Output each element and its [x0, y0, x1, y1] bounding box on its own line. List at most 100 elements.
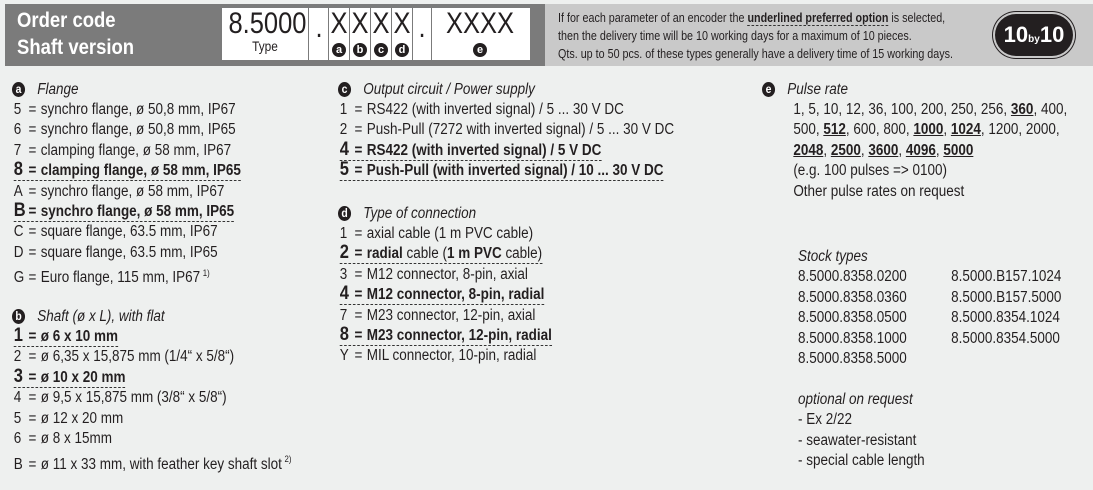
option-code: B: [13, 455, 23, 473]
option-text: M12 connector, 8-pin, radial: [366, 286, 545, 304]
section-header: d Type of connection: [338, 203, 552, 224]
option-content: 5=Push-Pull (with inverted signal) / 10 …: [339, 160, 664, 182]
option-code: Y: [339, 347, 349, 365]
option-code: B: [13, 199, 26, 221]
circle-e-icon: e: [473, 43, 487, 57]
equals-sign: =: [354, 245, 363, 263]
section-title: Pulse rate: [787, 81, 848, 98]
equals-sign: =: [354, 121, 363, 139]
option-row: A=synchro flange, ø 58 mm, IP67: [12, 182, 241, 202]
option-row: B=synchro flange, ø 58 mm, IP65: [12, 199, 241, 222]
option-content: 1=ø 6 x 10 mm: [13, 325, 118, 347]
option-content: B=synchro flange, ø 58 mm, IP65: [13, 199, 234, 222]
option-row: 4=M12 connector, 8-pin, radial: [338, 283, 552, 306]
option-text: MIL connector, 10-pin, radial: [366, 347, 537, 365]
stock-type: 8.5000.B157.5000: [951, 288, 1062, 306]
option-text: Push-Pull (7272 with inverted signal) / …: [366, 121, 675, 139]
option-row: 3=M12 connector, 8-pin, axial: [338, 265, 552, 285]
pulse-placeholder: XXXX: [445, 7, 515, 40]
option-row: C=square flange, 63.5 mm, IP67: [12, 222, 241, 242]
pulse-value: 1024: [950, 121, 981, 139]
option-text: 1 m PVC: [446, 245, 502, 263]
option-text: clamping flange, ø 58 mm, IP65: [40, 162, 241, 180]
option-code: 4: [339, 283, 349, 305]
circle-a-icon: a: [12, 82, 26, 97]
pulse-value: 360: [1010, 101, 1034, 118]
equals-sign: =: [354, 225, 363, 242]
option-row: 2=radial cable (1 m PVC cable): [338, 242, 552, 265]
option-content: 2=Push-Pull (7272 with inverted signal) …: [340, 121, 674, 138]
equals-sign: =: [28, 368, 37, 386]
option-row: 6=synchro flange, ø 50,8 mm, IP65: [12, 120, 241, 140]
section-title: Type of connection: [363, 205, 477, 222]
section-title: Flange: [37, 81, 79, 98]
option-row: B=ø 11 x 33 mm, with feather key shaft s…: [12, 449, 292, 472]
option-row: 4=RS422 (with inverted signal) / 5 V DC: [338, 138, 674, 161]
pulse-value: 400: [1040, 101, 1064, 118]
option-content: 6=synchro flange, ø 50,8 mm, IP65: [14, 121, 236, 138]
circle-d-icon: d: [338, 206, 352, 221]
option-text: cable): [501, 245, 543, 263]
equals-sign: =: [28, 141, 37, 159]
option-text: RS422 (with inverted signal) / 5 V DC: [366, 141, 602, 159]
title-order-code: Order code: [17, 9, 116, 32]
badge-text: 10: [1039, 22, 1065, 47]
dot-2: .: [418, 11, 426, 44]
option-row: 8=clamping flange, ø 58 mm, IP65: [12, 160, 241, 182]
pulse-value: 250: [950, 101, 974, 118]
option-text: M23 connector, 12-pin, radial: [366, 326, 552, 344]
option-content: 7=clamping flange, ø 58 mm, IP67: [14, 142, 231, 159]
10-by-10-logo: 10by10: [995, 14, 1073, 56]
option-code: C: [13, 223, 24, 241]
option-content: A=synchro flange, ø 58 mm, IP67: [14, 183, 225, 200]
option-code: 6: [13, 429, 22, 447]
option-row: 5=ø 12 x 20 mm: [12, 409, 291, 429]
option-text: ø 8 x 15mm: [40, 429, 112, 447]
badge-text: by: [1028, 34, 1040, 45]
pulse-value: 2000: [1025, 121, 1056, 139]
option-text: axial cable (1 m PVC cable): [366, 225, 534, 242]
option-code: 1: [13, 325, 23, 346]
circle-b-icon: b: [12, 309, 26, 324]
pulse-value: 512: [823, 121, 846, 139]
stock-type: 8.5000.8358.0500: [798, 309, 907, 327]
pulse-value: 2500: [830, 141, 861, 159]
option-text: ø 11 x 33 mm, with feather key shaft slo…: [40, 455, 282, 473]
option-row: 8=M23 connector, 12-pin, radial: [338, 325, 552, 346]
pulse-value: 256: [980, 101, 1004, 118]
option-content: C=square flange, 63.5 mm, IP67: [14, 223, 218, 240]
option-content: 1=RS422 (with inverted signal) / 5 ... 3…: [340, 101, 624, 118]
option-text: M23 connector, 12-pin, axial: [366, 306, 536, 324]
equals-sign: =: [28, 101, 37, 118]
title-shaft-version: Shaft version: [17, 36, 135, 59]
option-text: RS422 (with inverted signal) / 5 ... 30 …: [366, 101, 624, 118]
option-content: D=square flange, 63.5 mm, IP65: [14, 244, 218, 261]
option-code: 6: [13, 121, 22, 139]
option-row: 1=RS422 (with inverted signal) / 5 ... 3…: [338, 100, 674, 120]
pulse-value: 100: [890, 101, 914, 118]
footnote-mark: 1): [202, 268, 210, 279]
circle-d-icon: d: [395, 43, 409, 57]
option-text: ø 6 x 10 mm: [40, 328, 118, 345]
equals-sign: =: [28, 121, 37, 139]
option-text: Euro flange, 115 mm, IP67: [40, 269, 201, 287]
equals-sign: =: [28, 348, 37, 366]
option-text: ø 6,35 x 15,875 mm (1/4“ x 5/8“): [40, 348, 235, 366]
optional-item: - special cable length: [798, 452, 925, 470]
option-content: 2=ø 6,35 x 15,875 mm (1/4“ x 5/8“): [14, 348, 234, 365]
pulse-value: 12: [845, 101, 861, 118]
placeholder-a: X: [330, 7, 348, 40]
equals-sign: =: [354, 101, 363, 118]
option-code: 5: [13, 101, 22, 118]
pulse-line: 2048, 2500, 3600, 4096, 5000: [793, 141, 974, 159]
type-value: 8.5000: [228, 7, 307, 40]
pulse-value: 5000: [943, 141, 974, 159]
option-content: 8=M23 connector, 12-pin, radial: [339, 325, 552, 346]
option-code: 4: [339, 138, 349, 160]
placeholder-d: X: [393, 7, 411, 40]
option-code: 2: [339, 242, 349, 264]
